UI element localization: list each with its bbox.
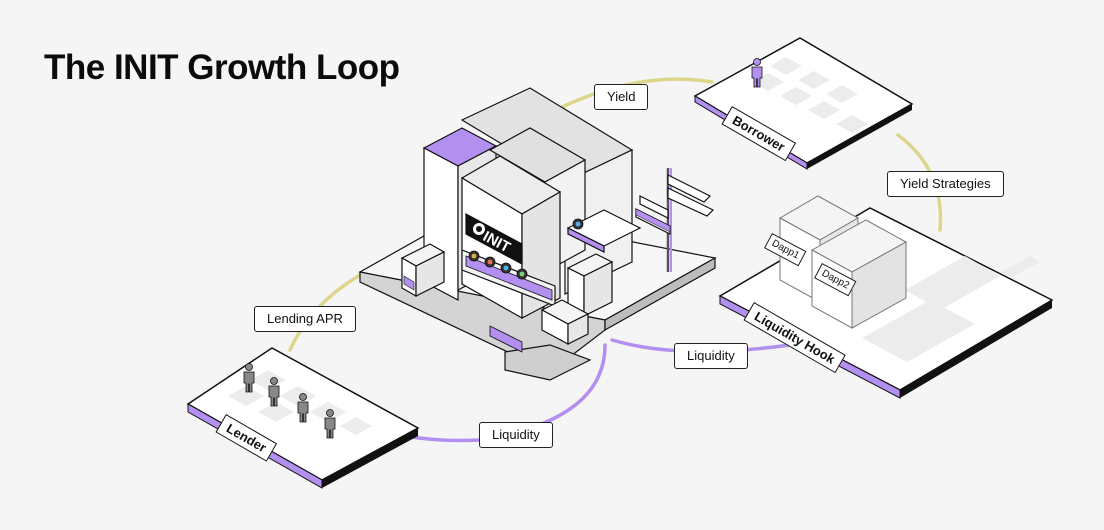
init-logo-icon: [473, 223, 485, 235]
connector-yield: [558, 77, 714, 110]
flow-label-liquidity-right: Liquidity: [674, 343, 748, 369]
flow-label-yield-strategies: Yield Strategies: [887, 171, 1004, 197]
flow-label-yield: Yield: [594, 84, 649, 110]
borrower-person-icon: [751, 58, 763, 88]
lender-people-icons: [243, 363, 336, 439]
init-building: [358, 87, 717, 381]
liquidity-hook-platform: [718, 195, 1054, 399]
flow-label-liquidity-bottom: Liquidity: [479, 422, 553, 448]
borrower-platform: [693, 37, 914, 170]
flow-label-lending-apr: Lending APR: [254, 306, 356, 332]
page-title: The INIT Growth Loop: [44, 48, 400, 87]
